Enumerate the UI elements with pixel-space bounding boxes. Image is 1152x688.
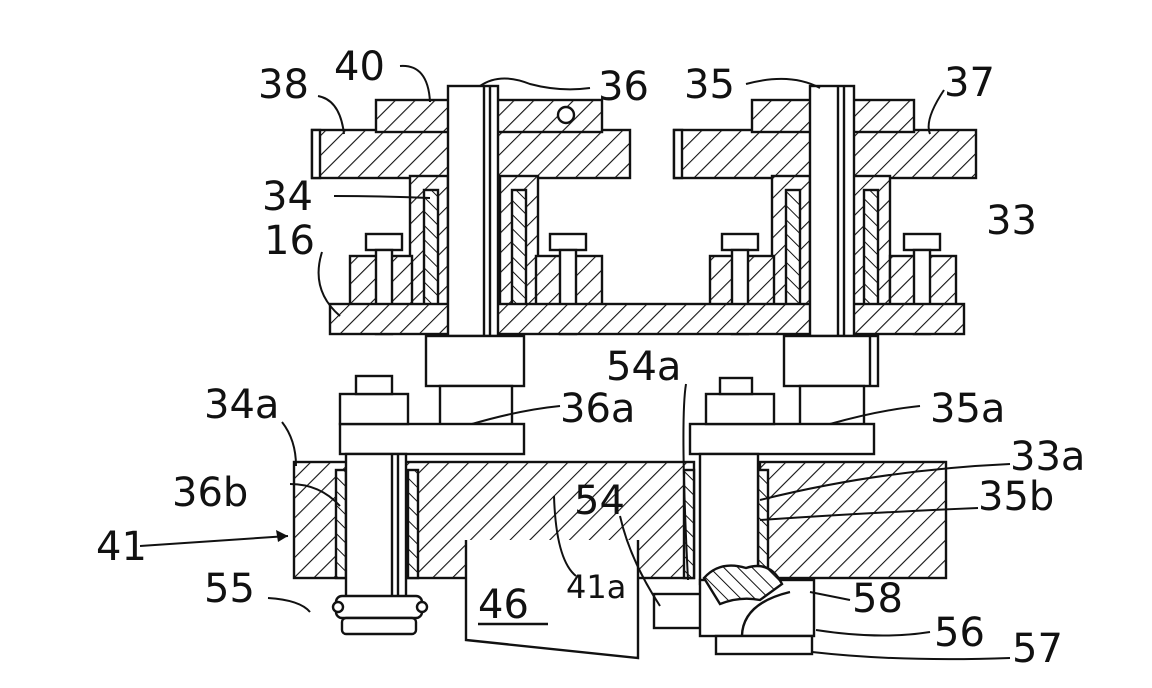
shaft-35 bbox=[810, 86, 854, 336]
label-36: 36 bbox=[598, 64, 649, 110]
shaft-36b bbox=[346, 454, 406, 604]
label-55: 55 bbox=[204, 566, 255, 612]
label-36a: 36a bbox=[560, 386, 635, 432]
label-34: 34 bbox=[262, 174, 313, 220]
collar-55 bbox=[333, 596, 427, 634]
label-41: 41 bbox=[96, 524, 147, 570]
label-46: 46 bbox=[478, 582, 529, 628]
label-40: 40 bbox=[334, 44, 385, 90]
label-54: 54 bbox=[574, 478, 625, 524]
label-41a: 41a bbox=[566, 568, 626, 606]
label-57: 57 bbox=[1012, 626, 1063, 672]
label-36b: 36b bbox=[172, 470, 248, 516]
label-54a: 54a bbox=[606, 344, 681, 390]
label-38: 38 bbox=[258, 62, 309, 108]
label-58: 58 bbox=[852, 576, 903, 622]
shaft-36 bbox=[448, 86, 498, 336]
label-35b: 35b bbox=[978, 474, 1054, 520]
label-35: 35 bbox=[684, 62, 735, 108]
label-33: 33 bbox=[986, 198, 1037, 244]
label-37: 37 bbox=[944, 60, 995, 106]
label-35a: 35a bbox=[930, 386, 1005, 432]
label-16: 16 bbox=[264, 218, 315, 264]
label-34a: 34a bbox=[204, 382, 279, 428]
label-56: 56 bbox=[934, 610, 985, 656]
base-plate-16 bbox=[330, 304, 964, 334]
